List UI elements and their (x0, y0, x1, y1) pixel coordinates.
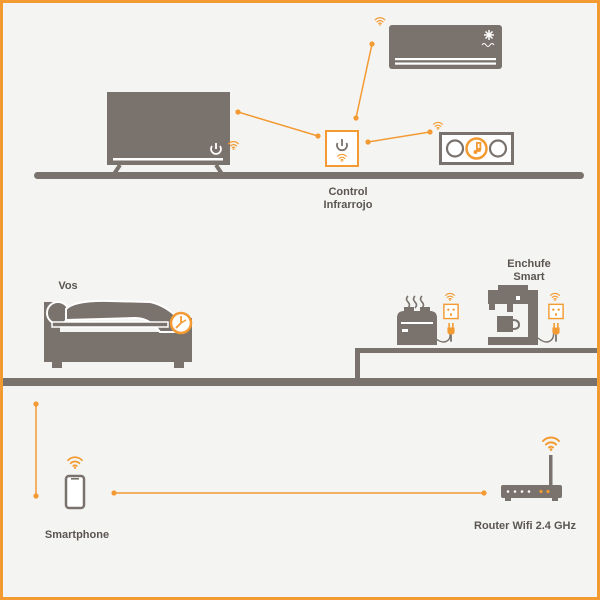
music-note-icon (473, 142, 482, 154)
label-smart-plug-line1: Enchufe (507, 258, 551, 270)
label-smartphone: Smartphone (44, 529, 110, 541)
ir-controller-icon (325, 130, 359, 167)
toaster-icon (397, 295, 451, 345)
label-router: Router Wifi 2.4 GHz (474, 520, 576, 532)
connection-lines (35, 43, 484, 496)
ac-wifi-icon (374, 17, 386, 26)
person-icon (46, 299, 179, 333)
label-ir-control-line2: Infrarrojo (323, 199, 373, 211)
label-ir-control-line1: Control (328, 186, 368, 198)
smartphone-wifi-icon (67, 456, 83, 469)
sound-system-icon (439, 132, 514, 165)
power-icon (210, 143, 222, 155)
counter (355, 348, 597, 380)
plug1-wifi-icon (444, 292, 456, 301)
label-smart-plug-line2: Smart (513, 271, 545, 283)
air-conditioner-icon (389, 25, 502, 69)
label-you: Vos (58, 280, 78, 292)
connection-dots (33, 41, 487, 499)
smart-plug-icon (443, 303, 459, 343)
sofa-icon (44, 299, 192, 368)
router-icon (501, 455, 562, 501)
label-smart-plug: Enchufe Smart (494, 258, 564, 284)
plug2-wifi-icon (549, 292, 561, 301)
smartphone-icon (64, 474, 86, 510)
smart-plug-2-icon (548, 303, 564, 343)
label-ir-control: Control Infrarrojo (313, 186, 383, 212)
router-wifi-icon (542, 436, 560, 451)
sound-wifi-icon (432, 121, 444, 130)
top-shelf (34, 172, 584, 179)
floor-line (3, 378, 597, 386)
tv-icon (107, 92, 230, 176)
clock-icon (169, 311, 193, 335)
coffee-machine-icon (488, 285, 555, 345)
